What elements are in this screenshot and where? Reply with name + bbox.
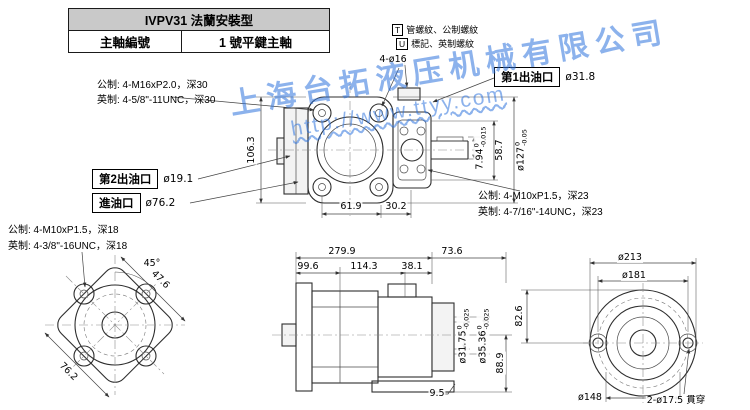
- dim-shaft-dia2-tol-bot: -0.025: [482, 308, 490, 330]
- dim-overall-length: 279.9: [327, 246, 357, 258]
- inlet-label-row: 進油口 ø76.2: [92, 193, 175, 213]
- rear-view-dimensions: [521, 258, 697, 402]
- spindle-value: 1 號平鍵主軸: [181, 30, 330, 53]
- dim-pilot-value: ø127: [515, 146, 527, 171]
- outlet1-label: 第1出油口: [494, 67, 561, 87]
- dim-shaft-ext: 58.7: [494, 138, 506, 162]
- dim-rear-length: 73.6: [440, 246, 464, 258]
- square-thread-imperial: 英制: 4-3/8"-16UNC，深18: [8, 241, 128, 252]
- outlet2-label-row: 第2出油口 ø19.1: [92, 169, 193, 189]
- side-view-drawing: [272, 282, 466, 393]
- square-flange-view-drawing: [44, 255, 186, 398]
- inlet-label: 進油口: [92, 193, 141, 213]
- dim-rear-pilot: ø148: [577, 392, 603, 404]
- square-thread-metric: 公制: 4-M10xP1.5，深18: [8, 225, 119, 236]
- outlet2-dia: ø19.1: [163, 173, 194, 185]
- dim-seg-b: 114.3: [349, 261, 379, 273]
- dim-seg-a: 99.6: [296, 261, 320, 273]
- t-mark-text: 管螺紋、公制螺紋: [406, 24, 479, 35]
- dim-foot-height: 9.5: [428, 388, 446, 400]
- dim-rear-od: ø213: [617, 252, 643, 264]
- dim-rear-holes: 2-ø17.5 貫穿: [645, 395, 707, 407]
- dim-hole-offset: 82.6: [514, 304, 526, 328]
- thread-note-metric: T 管螺紋、公制螺紋: [392, 24, 479, 37]
- u-mark-text: 標記、英制螺紋: [411, 38, 475, 49]
- thread-note-imperial: U 標記、英制螺紋: [396, 38, 475, 51]
- u-mark: U: [396, 38, 409, 51]
- outlet2-label: 第2出油口: [92, 169, 159, 189]
- dim-rear-bolt-circle: ø181: [621, 270, 647, 282]
- spindle-label: 主軸編號: [68, 30, 182, 53]
- dim-key-width-tol-bot: -0.015: [479, 126, 487, 148]
- outlet1-dia: ø31.8: [565, 71, 596, 83]
- side-thread-metric: 公制: 4-M10xP1.5，深23: [478, 191, 589, 202]
- outlet1-label-row: 第1出油口 ø31.8: [494, 67, 595, 87]
- dim-shaft-dia1-value: ø31.75: [457, 330, 469, 364]
- front-thread-imperial: 英制: 4-5/8"-11UNC，深30: [97, 95, 216, 106]
- dim-square-angle: 45°: [142, 258, 162, 270]
- dim-seg-c: 38.1: [400, 261, 424, 273]
- dim-port-spacing-b: 30.2: [384, 201, 408, 213]
- dim-center-height: 88.9: [495, 351, 507, 375]
- front-thread-metric: 公制: 4-M16xP2.0，深30: [97, 80, 208, 91]
- rear-view-drawing: [583, 283, 703, 403]
- t-mark: T: [392, 24, 404, 37]
- dim-flange-holes: 4-ø16: [378, 54, 408, 66]
- dim-port-spacing-a: 61.9: [339, 201, 363, 213]
- dim-shaft-dia1-tol-bot: -0.025: [462, 308, 470, 330]
- dim-pilot-tol-bot: -0.05: [520, 129, 528, 146]
- inlet-dia: ø76.2: [145, 197, 176, 209]
- front-view-drawing: [268, 84, 482, 216]
- dim-key-width-value: 7.94: [474, 148, 486, 170]
- model-title: IVPV31 法蘭安裝型: [68, 8, 330, 31]
- side-thread-imperial: 英制: 4-7/16"-14UNC，深23: [478, 207, 603, 218]
- dim-flange-height: 106.3: [246, 135, 258, 165]
- title-block: IVPV31 法蘭安裝型 主軸編號 1 號平鍵主軸: [68, 8, 330, 53]
- dim-shaft-dia2-value: ø35.36: [477, 330, 489, 364]
